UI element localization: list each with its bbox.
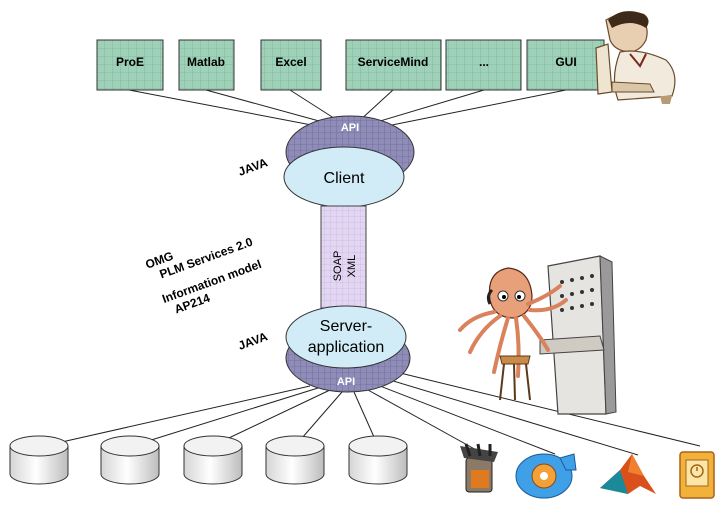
app-label-more: ...	[479, 55, 489, 69]
server-api-label: API	[337, 376, 355, 388]
matlab-logo-icon	[600, 454, 656, 494]
app-box-proe: ProE	[96, 39, 164, 91]
octopus-switchboard-illustration	[458, 255, 617, 415]
server-label-line1: Server-	[320, 318, 372, 335]
server-connector-lines	[43, 371, 701, 456]
database-cylinder	[9, 435, 69, 485]
standards-text: OMG PLM Services 2.0 Information model A…	[143, 235, 263, 317]
engine-icon	[460, 443, 498, 493]
client-label: Client	[324, 170, 365, 187]
server-label-line2: application	[308, 339, 385, 356]
transport-xml-label: XML	[346, 255, 358, 278]
database-cylinder	[348, 435, 408, 485]
app-box-more: ...	[445, 39, 522, 91]
database-cylinder	[183, 435, 243, 485]
application-row: ProE Matlab Excel ServiceMind ... GUI	[96, 39, 605, 91]
server-language-label: JAVA	[236, 329, 270, 353]
transport-soap-label: SOAP	[332, 251, 344, 282]
app-box-servicemind: ServiceMind	[345, 39, 442, 91]
app-label-matlab: Matlab	[187, 55, 225, 69]
client-node: API Client	[283, 115, 415, 208]
app-label-proe: ProE	[116, 55, 144, 69]
app-label-servicemind: ServiceMind	[358, 55, 429, 69]
turbine-icon	[515, 453, 577, 499]
app-box-matlab: Matlab	[178, 39, 235, 91]
client-api-label: API	[341, 122, 359, 134]
client-language-label: JAVA	[236, 155, 270, 179]
app-label-gui: GUI	[555, 55, 576, 69]
app-label-excel: Excel	[275, 55, 306, 69]
soap-xml-connector: SOAP XML	[320, 205, 367, 309]
person-at-computer-illustration	[595, 11, 676, 104]
server-node: Server- application API	[285, 305, 411, 393]
document-icon	[679, 451, 715, 499]
app-box-gui: GUI	[526, 39, 605, 91]
app-box-excel: Excel	[260, 39, 322, 91]
database-cylinder	[100, 435, 160, 485]
app-connector-lines	[128, 89, 567, 128]
database-cylinder	[265, 435, 325, 485]
database-row	[9, 435, 408, 485]
